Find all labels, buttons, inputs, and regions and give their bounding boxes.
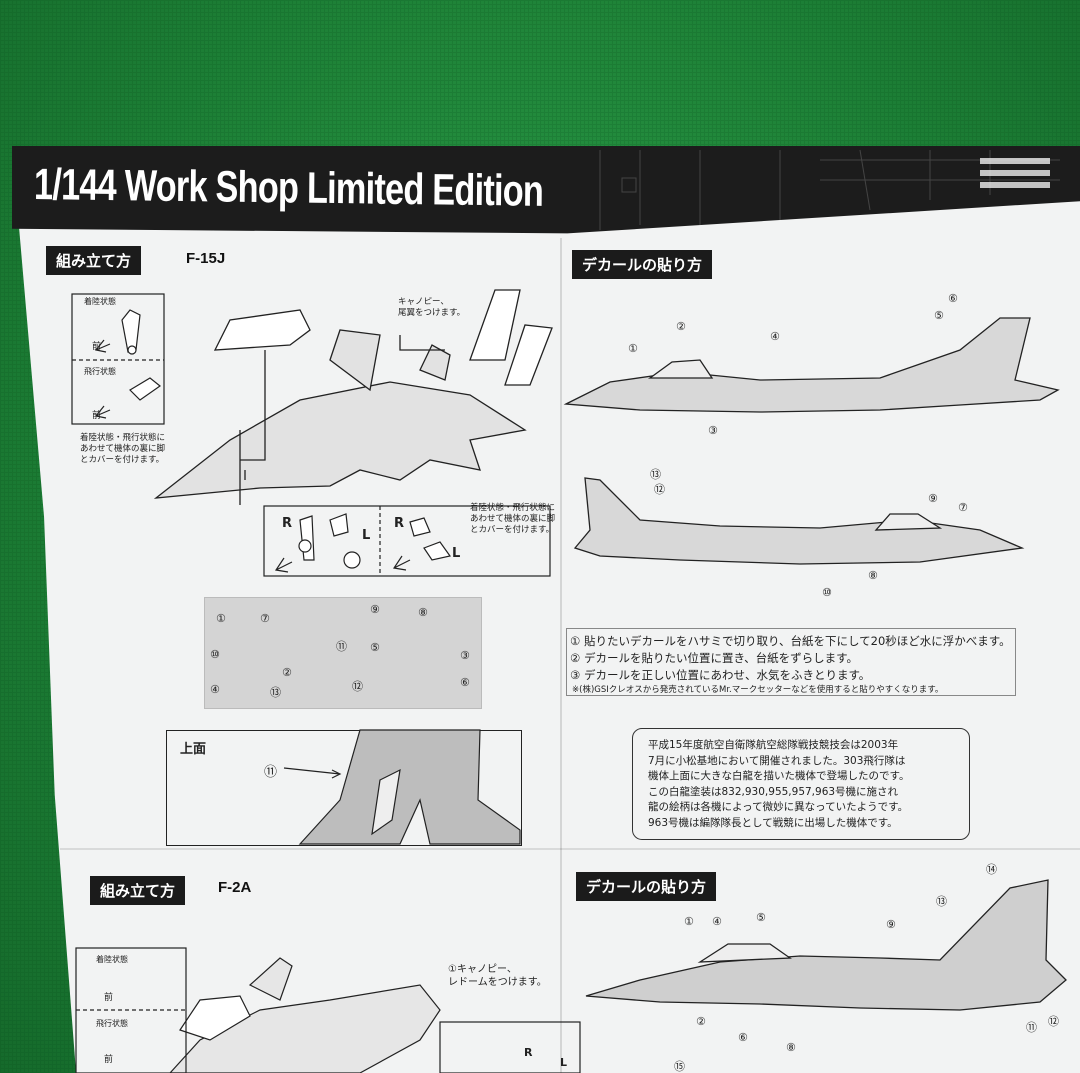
sheet-callout-12: ⑫	[352, 680, 363, 693]
decal-sheet-image	[204, 597, 482, 709]
sheet-callout-3: ③	[460, 649, 470, 662]
sheet-callout-7: ⑦	[260, 612, 270, 625]
instruction-sheet	[12, 146, 1080, 1073]
callout-7: ⑦	[958, 501, 968, 514]
decal-tab-f15: デカールの貼り方	[572, 250, 713, 279]
callout-f2-14: ⑭	[986, 863, 997, 876]
assembly-tab-f15: 組み立て方	[46, 246, 142, 275]
decal-step-1: ① 貼りたいデカールをハサミで切り取り、台紙を下にして20秒ほど水に浮かべます。	[570, 634, 1011, 648]
f2-flight-label: 飛行状態	[96, 1019, 128, 1028]
f2-front-label-2: 前	[104, 1055, 114, 1065]
history-note-box	[632, 728, 970, 840]
upper-decal-number: ⑪	[264, 765, 278, 780]
gear-note: 着陸状態・飛行状態に あわせて機体の裏に脚 とカバーを付けます。	[80, 433, 166, 465]
upper-view-label: 上面	[180, 742, 207, 757]
gear-inset-box	[71, 293, 165, 425]
callout-1: ①	[628, 342, 638, 355]
callout-f2-13: ⑬	[936, 895, 947, 908]
left-gear-label: L	[362, 528, 371, 543]
callout-2: ②	[676, 320, 686, 333]
callout-8: ⑧	[868, 569, 878, 582]
sheet-callout-2: ②	[282, 666, 292, 679]
assembly-tab-f2-label: 組み立て方	[100, 883, 176, 900]
callout-f2-5: ⑤	[756, 911, 766, 924]
callout-f2-12: ⑫	[1048, 1015, 1059, 1028]
decal-tab-label: デカールの貼り方	[582, 257, 703, 274]
callout-5: ⑤	[934, 309, 944, 322]
decal-tab-f2: デカールの貼り方	[576, 872, 717, 901]
right-gear-label-2: R	[394, 516, 405, 531]
gear-note-2: 着陸状態・飛行状態に あわせて機体の裏に脚 とカバーを付けます。	[470, 503, 556, 535]
sheet-callout-5: ⑤	[370, 641, 380, 654]
sheet-callout-6: ⑥	[460, 676, 470, 689]
sheet-callout-11: ⑪	[336, 640, 347, 653]
f2-side-view	[585, 879, 1067, 1011]
decal-step-3: ③ デカールを正しい位置にあわせ、水気をふきとります。	[570, 668, 871, 682]
gear-detail-box	[263, 505, 551, 577]
callout-f2-1: ①	[684, 915, 694, 928]
decal-step-2: ② デカールを貼りたい位置に置き、台紙をずらします。	[570, 651, 859, 665]
right-gear-label: R	[282, 516, 293, 531]
callout-10: ⑩	[822, 586, 832, 599]
flight-label: 飛行状態	[84, 367, 116, 376]
callout-f2-15: ⑮	[674, 1060, 685, 1073]
landing-label: 着陸状態	[84, 297, 116, 306]
sheet-callout-9: ⑨	[370, 603, 380, 616]
left-gear-label-2: L	[452, 546, 461, 561]
callout-13: ⑬	[650, 468, 661, 481]
f2-landing-label: 着陸状態	[96, 955, 128, 964]
callout-3: ③	[708, 424, 718, 437]
model-name-f15: F-15J	[186, 250, 226, 267]
callout-f2-11: ⑪	[1026, 1021, 1037, 1034]
fold-line-horizontal	[60, 848, 1080, 850]
f15-side-view-1	[563, 317, 1060, 413]
callout-f2-4: ④	[712, 915, 722, 928]
f15-assembly-drawing	[153, 289, 553, 499]
sheet-callout-13: ⑬	[270, 686, 281, 699]
callout-9: ⑨	[928, 492, 938, 505]
sheet-callout-10: ⑩	[210, 648, 220, 661]
sheet-callout-8: ⑧	[418, 606, 428, 619]
upper-view-drawing	[298, 729, 521, 845]
callout-6: ⑥	[948, 292, 958, 305]
sheet-callout-1: ①	[216, 612, 226, 625]
model-name-f2: F-2A	[218, 879, 252, 896]
f2-canopy-note: ①キャノピー、 レドームをつけます。	[448, 964, 547, 988]
front-label: 前	[92, 342, 102, 352]
fold-line-vertical	[560, 238, 562, 1073]
f2-assembly-drawing	[169, 957, 441, 1073]
callout-4: ④	[770, 330, 780, 343]
callout-f2-9: ⑨	[886, 918, 896, 931]
f2-front-label: 前	[104, 993, 114, 1003]
decal-steps-box	[566, 628, 1016, 696]
callout-12: ⑫	[654, 483, 665, 496]
decal-step-tip: ※(株)GSIクレオスから発売されているMr.マークセッターなどを使用すると貼り…	[572, 685, 944, 695]
callout-f2-6: ⑥	[738, 1031, 748, 1044]
f2-left-gear-label: L	[560, 1056, 568, 1069]
decal-tab-f2-label: デカールの貼り方	[586, 879, 707, 896]
history-note-text: 平成15年度航空自衛隊航空総隊戦技競技会は2003年 7月に小松基地において開催…	[648, 739, 910, 829]
callout-f2-2: ②	[696, 1015, 706, 1028]
callout-f2-8: ⑧	[786, 1041, 796, 1054]
f15-side-view-2	[573, 477, 1025, 565]
assembly-tab-f2: 組み立て方	[90, 876, 186, 905]
assembly-tab-label: 組み立て方	[56, 253, 132, 270]
f2-right-gear-label: R	[524, 1046, 533, 1059]
canopy-note: キャノピー、 尾翼をつけます。	[398, 297, 466, 318]
sheet-callout-4: ④	[210, 683, 220, 696]
upper-view-box	[166, 730, 522, 846]
